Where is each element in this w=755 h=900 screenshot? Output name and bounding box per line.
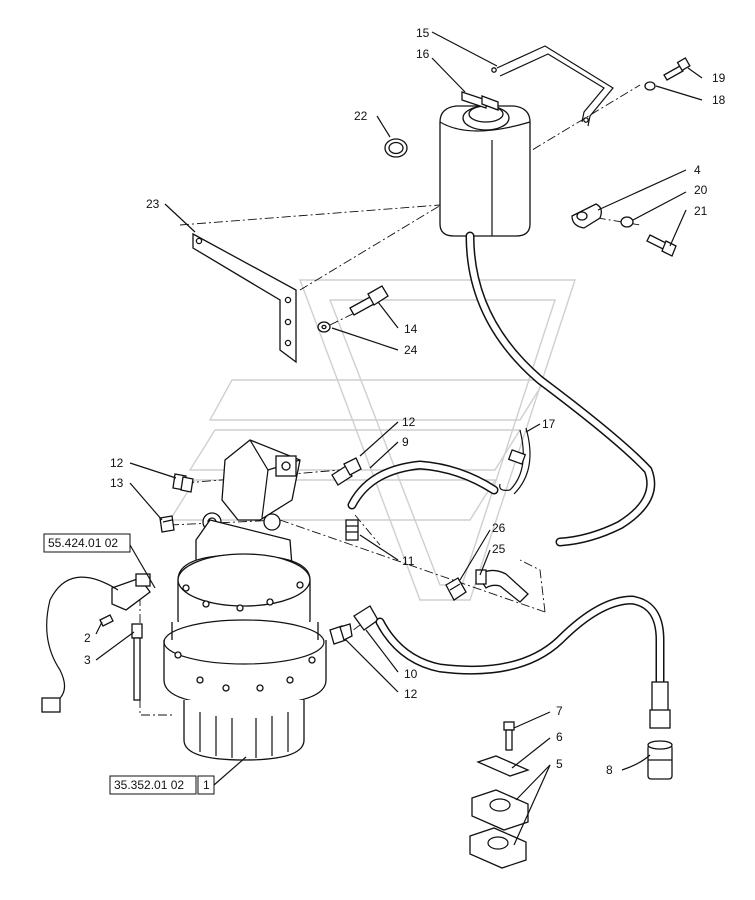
callout-2: 2 xyxy=(84,631,91,645)
bolt-part-21 xyxy=(646,234,677,257)
plate-part-6 xyxy=(476,755,530,777)
callout-21: 21 xyxy=(694,204,708,218)
washer-part-18 xyxy=(644,81,656,91)
bolt-part-14 xyxy=(349,285,389,316)
callout-9: 9 xyxy=(402,435,409,449)
tank-strap-part-15 xyxy=(491,45,614,127)
callout-20: 20 xyxy=(694,183,708,197)
callout-16: 16 xyxy=(416,47,430,61)
reference-sensor: 55.424.01 02 xyxy=(43,533,131,553)
callout-23: 23 xyxy=(146,197,160,211)
reference-gearbox-label: 35.352.01 02 xyxy=(114,778,184,792)
callout-15: 15 xyxy=(416,26,430,40)
elbow-part-26 xyxy=(445,577,467,601)
washer-part-24 xyxy=(317,321,331,333)
callout-19: 19 xyxy=(712,71,726,85)
callout-17: 17 xyxy=(542,417,556,431)
clamp-part-17 xyxy=(499,427,531,495)
callout-26: 26 xyxy=(492,521,506,535)
elbow-part-25 xyxy=(475,569,529,603)
callout-14: 14 xyxy=(404,322,418,336)
fitting-part-13 xyxy=(159,515,175,533)
clamp-half-part-5-lower xyxy=(469,827,527,869)
callout-12-upper: 12 xyxy=(402,415,416,429)
clamp-half-part-5-upper xyxy=(471,789,529,831)
bolt-part-3 xyxy=(131,623,143,701)
fitting-part-11 xyxy=(345,519,359,541)
callout-7: 7 xyxy=(556,704,563,718)
callout-5: 5 xyxy=(556,757,563,771)
swing-gearbox-part-1 xyxy=(163,553,327,761)
bracket-part-23 xyxy=(192,232,297,364)
screw-part-19 xyxy=(663,57,691,81)
washer-part-20 xyxy=(620,216,634,228)
fitting-part-12-lower xyxy=(329,623,353,645)
callout-8: 8 xyxy=(606,763,613,777)
expansion-tank-part-16 xyxy=(439,91,531,237)
callout-4: 4 xyxy=(694,163,701,177)
callout-labels: 15 16 22 19 18 4 20 21 23 14 24 12 9 17 … xyxy=(84,26,726,777)
hose-part-9 xyxy=(347,460,499,510)
callout-18: 18 xyxy=(712,93,726,107)
callout-10: 10 xyxy=(404,667,418,681)
reference-sensor-label: 55.424.01 02 xyxy=(48,536,118,550)
callout-12-left: 12 xyxy=(110,456,124,470)
callout-6: 6 xyxy=(556,730,563,744)
callout-13: 13 xyxy=(110,476,124,490)
callout-12-lower: 12 xyxy=(404,687,418,701)
screw-part-7 xyxy=(503,721,515,751)
clip-part-4 xyxy=(571,203,602,229)
leader-lines xyxy=(95,31,703,846)
overflow-hose xyxy=(465,231,656,547)
callout-24: 24 xyxy=(404,343,418,357)
fitting-part-12-left xyxy=(172,473,194,493)
callout-3: 3 xyxy=(84,653,91,667)
callout-25: 25 xyxy=(492,542,506,556)
fitting-part-12-upper xyxy=(331,457,362,486)
hose-clamp-part-22 xyxy=(384,138,408,158)
callout-22: 22 xyxy=(354,109,368,123)
screw-part-2 xyxy=(99,614,114,627)
pressure-hose xyxy=(375,595,671,729)
reference-gearbox: 35.352.01 02 1 xyxy=(109,775,215,795)
reference-gearbox-item: 1 xyxy=(203,778,210,792)
callout-11: 11 xyxy=(402,554,415,568)
pressure-switch-part-8 xyxy=(647,740,673,780)
